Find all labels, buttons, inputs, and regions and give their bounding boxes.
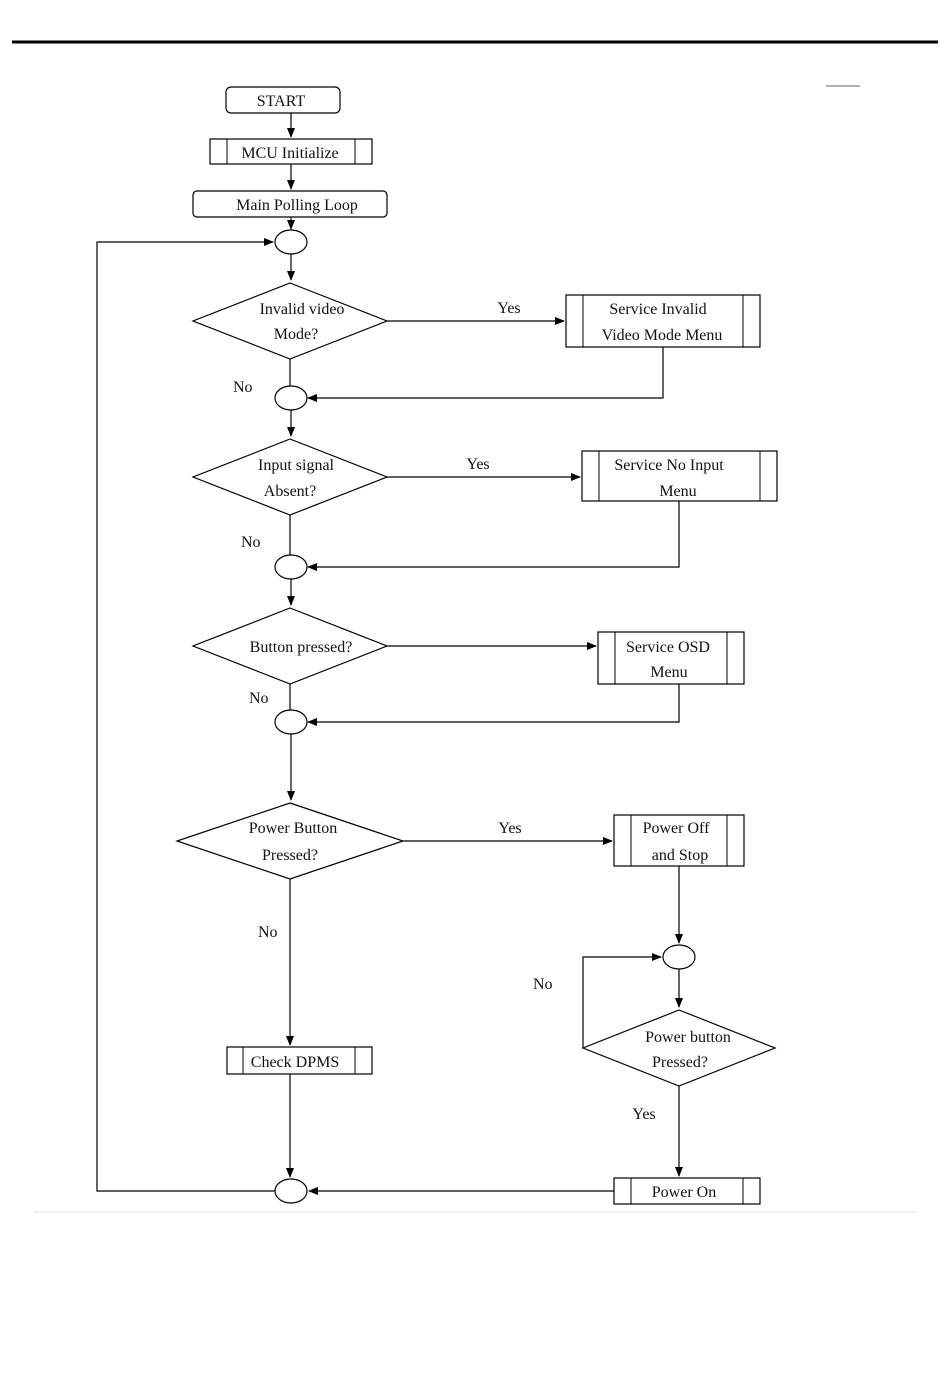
connector-3 — [275, 555, 307, 579]
decision-power-again-line2: Pressed? — [652, 1054, 708, 1071]
decision-input-line1: Input signal — [258, 457, 335, 474]
arrow-service-no-input-return — [308, 501, 679, 567]
decision-invalid-line2: Mode? — [274, 326, 318, 343]
arrow-service-invalid-return — [308, 347, 663, 398]
edge-label-yes-input: Yes — [466, 456, 489, 473]
decision-power-line2: Pressed? — [262, 847, 318, 864]
service-invalid-line2: Video Mode Menu — [602, 327, 723, 344]
service-osd-line1: Service OSD — [626, 639, 710, 656]
check-dpms-label: Check DPMS — [251, 1054, 339, 1071]
power-on-label: Power On — [652, 1184, 716, 1201]
main-polling-loop-label: Main Polling Loop — [236, 197, 358, 214]
service-no-input-line2: Menu — [659, 483, 696, 500]
decision-input-signal-absent — [193, 439, 387, 515]
connector-1 — [275, 230, 307, 254]
power-off-line2: and Stop — [652, 847, 708, 864]
edge-label-no-invalid: No — [233, 379, 253, 396]
service-osd-line2: Menu — [650, 664, 687, 681]
decision-power-button-pressed — [177, 803, 403, 879]
edge-label-yes-invalid: Yes — [497, 300, 520, 317]
edge-label-no-power-again: No — [533, 976, 553, 993]
decision-power-line1: Power Button — [249, 820, 337, 837]
connector-6 — [275, 1179, 307, 1203]
decision-input-line2: Absent? — [264, 483, 316, 500]
arrow-service-osd-return — [308, 684, 679, 722]
decision-button-line1: Button pressed? — [250, 639, 353, 656]
decision-power-again-line1: Power button — [645, 1029, 731, 1046]
decision-invalid-video-mode — [193, 283, 387, 359]
connector-2 — [275, 386, 307, 410]
connector-4 — [275, 710, 307, 734]
edge-label-no-input: No — [241, 534, 261, 551]
power-off-line1: Power Off — [643, 820, 710, 837]
edge-label-no-power: No — [258, 924, 278, 941]
decision-power-button-again — [583, 1010, 775, 1086]
service-invalid-line1: Service Invalid — [609, 301, 706, 318]
service-no-input-line1: Service No Input — [614, 457, 724, 474]
connector-5 — [663, 945, 695, 969]
edge-label-yes-power-again: Yes — [632, 1106, 655, 1123]
decision-invalid-line1: Invalid video — [260, 301, 345, 318]
edge-label-no-button: No — [249, 690, 269, 707]
mcu-initialize-label: MCU Initialize — [241, 145, 338, 162]
start-label: START — [257, 93, 306, 110]
edge-label-yes-power: Yes — [498, 820, 521, 837]
